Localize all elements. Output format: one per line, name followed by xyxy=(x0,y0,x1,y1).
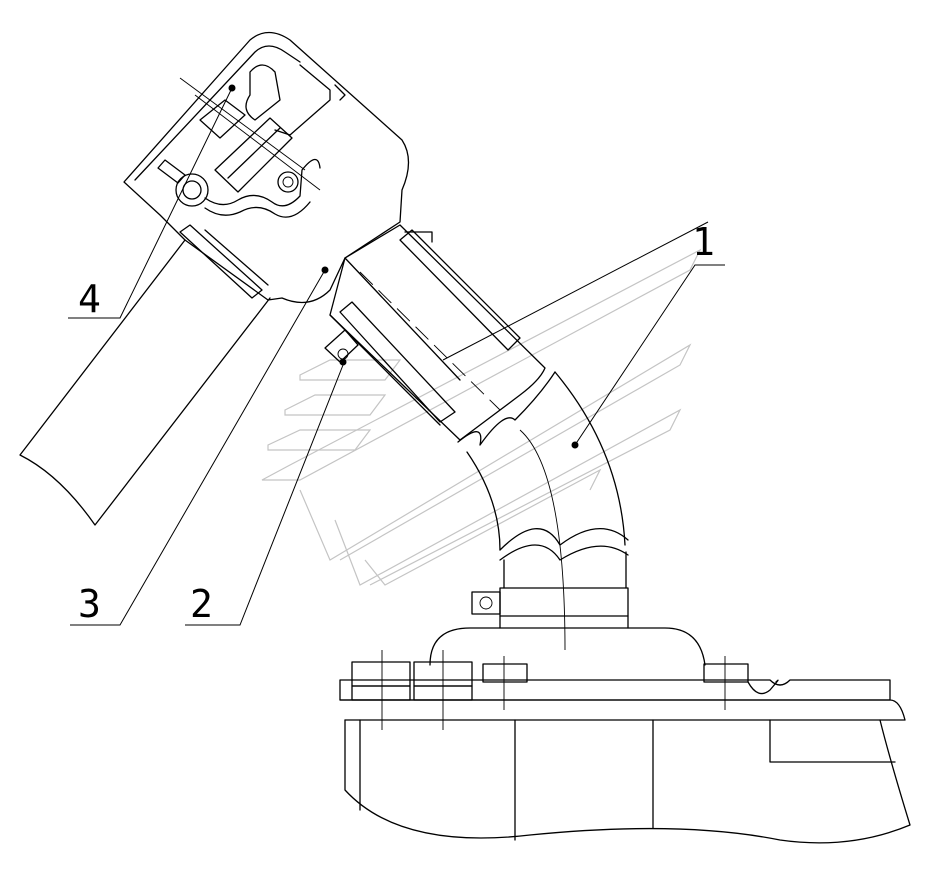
callout-4: 4 xyxy=(78,277,101,321)
leader-3 xyxy=(70,269,326,626)
watermark-logo xyxy=(261,248,702,586)
callout-2: 2 xyxy=(190,582,213,626)
sensor-housing xyxy=(123,31,410,304)
leader-lines xyxy=(68,84,725,626)
cable-gland xyxy=(214,117,293,193)
leader-2 xyxy=(185,359,346,626)
handle xyxy=(19,239,271,526)
callout-labels: 1 2 3 4 xyxy=(78,220,715,626)
extension-tube xyxy=(324,224,556,446)
callout-3: 3 xyxy=(78,582,101,626)
callout-1: 1 xyxy=(692,220,715,264)
elbow-pipe xyxy=(466,371,629,651)
chain-links xyxy=(175,158,321,218)
base-mount xyxy=(339,627,911,844)
leader-4 xyxy=(68,87,233,319)
flange-clamp xyxy=(471,551,629,629)
leader-1 xyxy=(574,264,725,446)
